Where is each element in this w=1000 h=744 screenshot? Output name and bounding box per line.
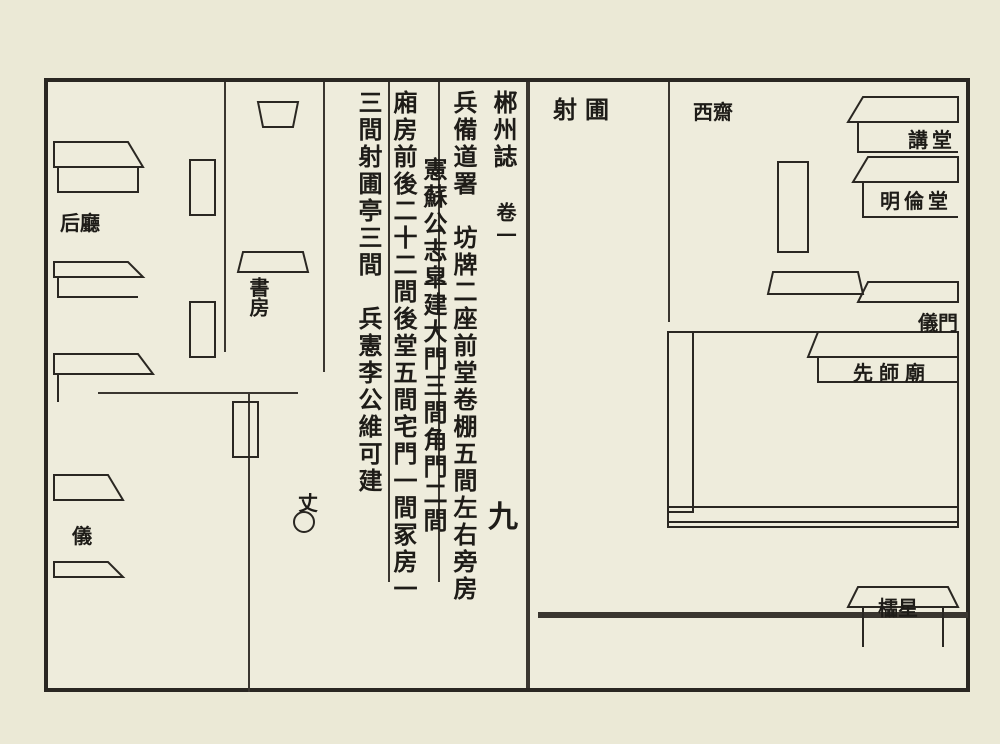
building-icon xyxy=(53,353,155,402)
label: 儀門 xyxy=(918,311,958,335)
lecture-hall-icon xyxy=(846,96,959,153)
book-title: 郴州誌 xyxy=(489,90,518,171)
building-icon xyxy=(236,251,310,273)
label: 西齋 xyxy=(693,100,733,124)
divider xyxy=(438,82,440,582)
label: 書房 xyxy=(246,277,270,317)
building-icon xyxy=(256,101,300,128)
label: 儀 xyxy=(72,524,92,548)
label: 后廳 xyxy=(60,211,100,235)
lingxing-gate-icon xyxy=(846,586,960,647)
divider xyxy=(323,82,325,372)
divider xyxy=(98,392,298,394)
divider xyxy=(668,82,670,322)
side-room-icon xyxy=(232,401,259,458)
label: 明倫堂 xyxy=(880,189,952,213)
confucius-temple-icon xyxy=(806,331,959,383)
page-frame: 郴州誌 卷一 九 兵備道署 坊牌二座前堂卷棚五間左右旁房 憲蘇公志皐建大門三間角… xyxy=(44,78,970,692)
label: 丈 xyxy=(298,491,318,515)
minglun-hall-icon xyxy=(851,156,959,218)
side-room-icon xyxy=(667,331,694,513)
building-icon xyxy=(53,561,126,578)
text-column: 三間射圃亭三間 兵憲李公維可建 xyxy=(354,90,383,495)
label: 櫺星 xyxy=(878,596,918,620)
page-number: 九 xyxy=(488,500,518,535)
building-icon xyxy=(766,271,865,295)
building-icon xyxy=(53,261,146,298)
left-illustration xyxy=(53,101,315,578)
wall xyxy=(538,612,968,618)
text-column: 憲蘇公志皐建大門三間角門二間 xyxy=(419,157,448,535)
right-illustration xyxy=(667,96,960,647)
gate-icon xyxy=(856,281,959,303)
building-icon xyxy=(53,474,125,501)
side-room-icon xyxy=(189,301,216,358)
fold-line xyxy=(526,82,530,688)
label: 講堂 xyxy=(908,128,956,152)
text-column: 兵備道署 坊牌二座前堂卷棚五間左右旁房 xyxy=(449,90,478,603)
label: 先師廟 xyxy=(853,361,931,385)
wall-icon xyxy=(667,506,959,528)
volume: 卷一 xyxy=(493,202,517,248)
figure-title: 射圃 xyxy=(553,95,617,124)
text-column: 廂房前後二十二間後堂五間宅門一間冢房一 xyxy=(389,90,418,603)
building-icon xyxy=(53,141,145,193)
side-room-icon xyxy=(189,159,216,216)
target-icon xyxy=(293,511,315,533)
west-study-icon xyxy=(777,161,809,253)
divider xyxy=(388,82,390,582)
divider xyxy=(248,392,250,692)
divider xyxy=(224,82,226,352)
